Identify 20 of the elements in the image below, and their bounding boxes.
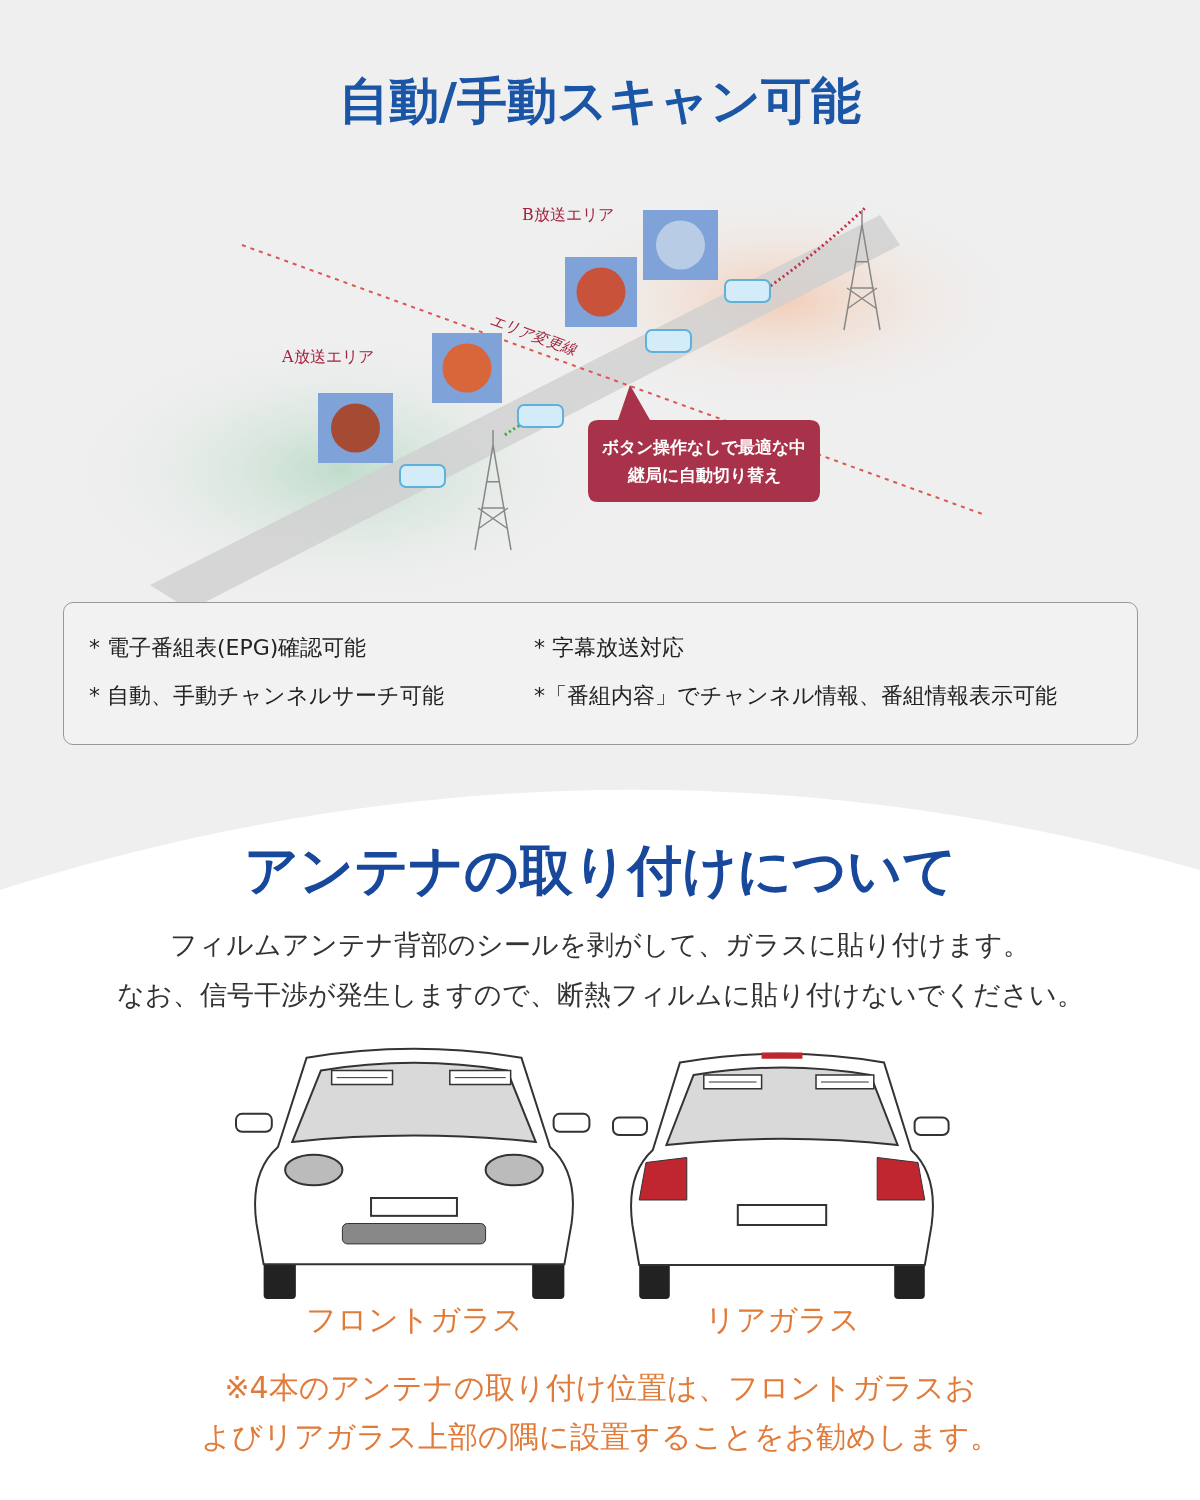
section-heading: アンテナの取り付けについて <box>242 838 958 904</box>
instruction-text: なお、信号干渉が発生しますので、断熱フィルムに貼り付けないでください。 <box>115 978 1085 1012</box>
feature-box <box>63 602 1138 745</box>
feature-item: * 自動、手動チャンネルサーチ可能 <box>89 682 444 710</box>
area-label: A放送エリア <box>282 347 374 368</box>
front-car-drawing <box>235 1045 593 1300</box>
rear-car-drawing <box>612 1050 952 1300</box>
note-text: ※4本のアンテナの取り付け位置は、フロントガラスお <box>223 1369 977 1407</box>
area-label: B放送エリア <box>522 205 614 226</box>
page-title: 自動/手動スキャン可能 <box>337 71 863 132</box>
caption-text: フロントガラス <box>304 1301 524 1339</box>
caption-text: リアガラス <box>703 1301 861 1339</box>
callout-text: ボタン操作なしで最適な中継局に自動切り替え <box>602 436 806 487</box>
feature-item: * 字幕放送対応 <box>534 634 684 662</box>
note-text: よびリアガラス上部の隅に設置することをお勧めします。 <box>199 1418 1001 1456</box>
callout-bubble <box>588 385 820 502</box>
instruction-text: フィルムアンテナ背部のシールを剥がして、ガラスに貼り付けます。 <box>169 928 1031 962</box>
feature-item: * 電子番組表(EPG)確認可能 <box>89 634 367 662</box>
feature-item: *「番組内容」でチャンネル情報、番組情報表示可能 <box>534 682 1057 710</box>
boundary-label: エリア変更線 <box>487 311 579 360</box>
